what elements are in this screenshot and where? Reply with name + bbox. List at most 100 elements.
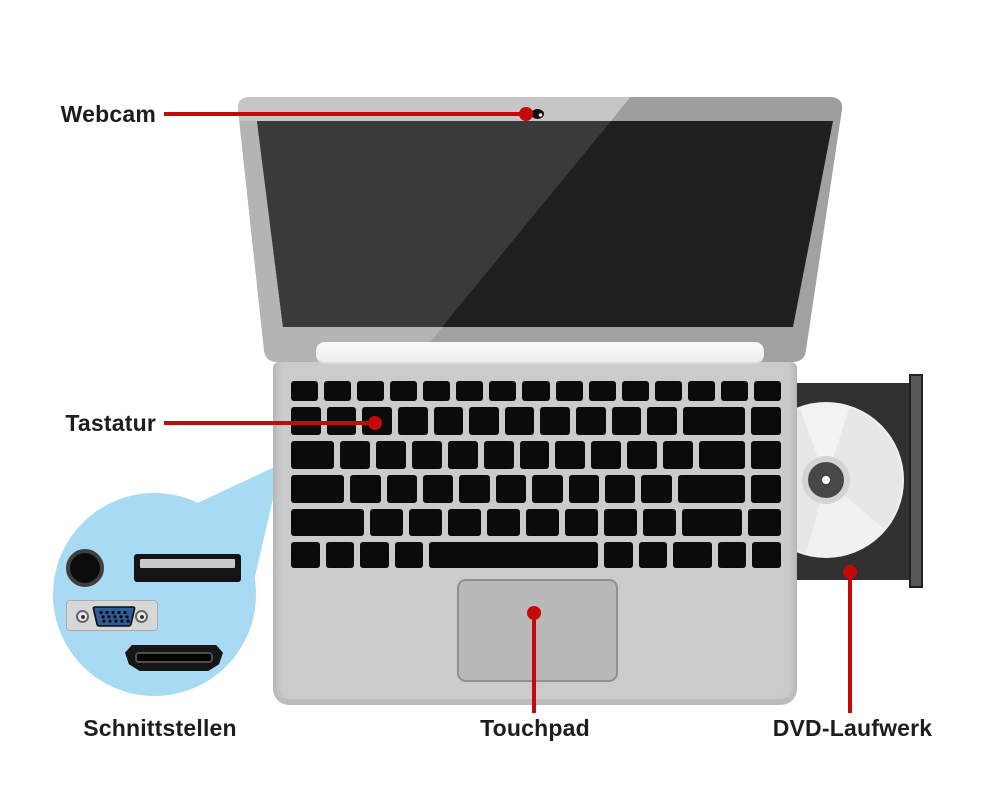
- keyboard-key: [325, 542, 355, 568]
- keyboard-key: [682, 509, 742, 536]
- keyboard-key: [291, 475, 345, 503]
- keyboard-key: [360, 542, 389, 568]
- keyboard-key: [504, 407, 535, 435]
- keyboard-key: [663, 441, 693, 469]
- hdmi-port: [125, 645, 223, 671]
- keyboard-key: [291, 441, 335, 469]
- keyboard-key: [433, 407, 464, 435]
- keyboard-key: [720, 381, 748, 401]
- keyboard-key: [422, 475, 454, 503]
- hdmi-slot: [135, 652, 213, 663]
- keyboard-key: [376, 441, 407, 469]
- vga-screw-right: [135, 610, 148, 623]
- keyboard-key: [340, 441, 371, 469]
- webcam-glint: [538, 113, 543, 117]
- keyboard-key: [638, 542, 668, 568]
- usb-tongue: [140, 559, 235, 568]
- keyboard-key: [591, 441, 622, 469]
- vga-dsub-connector: [92, 606, 136, 627]
- keyboard-key: [604, 475, 636, 503]
- vga-screw-dot: [80, 614, 85, 619]
- keyboard-key: [487, 509, 521, 536]
- keyboard-key: [423, 381, 451, 401]
- keyboard-row: [291, 509, 781, 536]
- label-keyboard: Tastatur: [65, 410, 156, 436]
- keyboard-key: [447, 509, 481, 536]
- keyboard-key: [565, 509, 599, 536]
- keyboard-key: [751, 407, 781, 435]
- keyboard-key: [369, 509, 403, 536]
- keyboard-key: [641, 475, 672, 503]
- keyboard-annotation-line: [164, 421, 375, 425]
- keyboard-key: [555, 441, 586, 469]
- keyboard-key: [526, 509, 560, 536]
- top-bezel-left: [237, 97, 632, 121]
- vga-port: [66, 600, 158, 631]
- keyboard-key: [683, 407, 746, 435]
- keyboard-key: [673, 542, 712, 568]
- keyboard-annotation-dot: [368, 416, 382, 430]
- keyboard-key: [750, 475, 781, 503]
- keyboard-row: [291, 441, 782, 469]
- dvd-annotation-line: [848, 572, 852, 713]
- keyboard-key: [483, 441, 514, 469]
- keyboard-key: [495, 475, 527, 503]
- keyboard-key: [390, 381, 418, 401]
- keyboard-key: [386, 475, 417, 503]
- keyboard-key: [654, 381, 682, 401]
- keyboard-key: [447, 441, 478, 469]
- keyboard-key: [568, 475, 599, 503]
- keyboard-key: [647, 407, 678, 435]
- label-dvd-drive: DVD-Laufwerk: [772, 715, 933, 741]
- webcam-annotation-line: [164, 112, 526, 116]
- dvd-annotation-dot: [843, 565, 857, 579]
- touchpad: [457, 579, 618, 682]
- vga-screw-left: [76, 610, 89, 623]
- keyboard-row: [291, 381, 781, 401]
- keyboard-key: [522, 381, 550, 401]
- keyboard-key: [751, 441, 782, 469]
- laptop-body: [273, 362, 797, 705]
- screen-reflection: [257, 121, 611, 327]
- webcam-annotation-dot: [519, 107, 533, 121]
- keyboard-key: [588, 381, 616, 401]
- keyboard-key: [459, 475, 490, 503]
- usb-port: [134, 554, 241, 582]
- keyboard: [291, 381, 782, 568]
- touchpad-annotation-dot: [527, 606, 541, 620]
- keyboard-key: [698, 441, 746, 469]
- label-touchpad: Touchpad: [480, 715, 590, 741]
- keyboard-key: [324, 381, 352, 401]
- dvd-drive-bezel: [909, 374, 923, 588]
- keyboard-key: [604, 542, 633, 568]
- keyboard-key: [677, 475, 745, 503]
- keyboard-key: [555, 381, 583, 401]
- keyboard-key: [621, 381, 649, 401]
- keyboard-key: [397, 407, 428, 435]
- keyboard-key: [429, 542, 599, 568]
- keyboard-key: [643, 509, 677, 536]
- touchpad-annotation-line: [532, 613, 536, 713]
- keyboard-key: [291, 509, 364, 536]
- lid-frame: [237, 97, 843, 362]
- keyboard-key: [611, 407, 642, 435]
- screen: [257, 121, 833, 327]
- label-webcam: Webcam: [60, 101, 156, 127]
- keyboard-key: [576, 407, 606, 435]
- keyboard-key: [717, 542, 747, 568]
- keyboard-row: [291, 475, 781, 503]
- keyboard-key: [350, 475, 381, 503]
- lid-frame-highlight: [237, 97, 632, 362]
- label-interfaces: Schnittstellen: [83, 715, 237, 741]
- keyboard-key: [687, 381, 715, 401]
- dvd-hub-dot: [822, 476, 830, 484]
- keyboard-key: [469, 407, 499, 435]
- keyboard-key: [456, 381, 484, 401]
- audio-jack-port: [66, 549, 104, 587]
- keyboard-key: [752, 542, 782, 568]
- keyboard-key: [532, 475, 563, 503]
- keyboard-row: [291, 542, 782, 568]
- keyboard-key: [408, 509, 442, 536]
- keyboard-key: [489, 381, 517, 401]
